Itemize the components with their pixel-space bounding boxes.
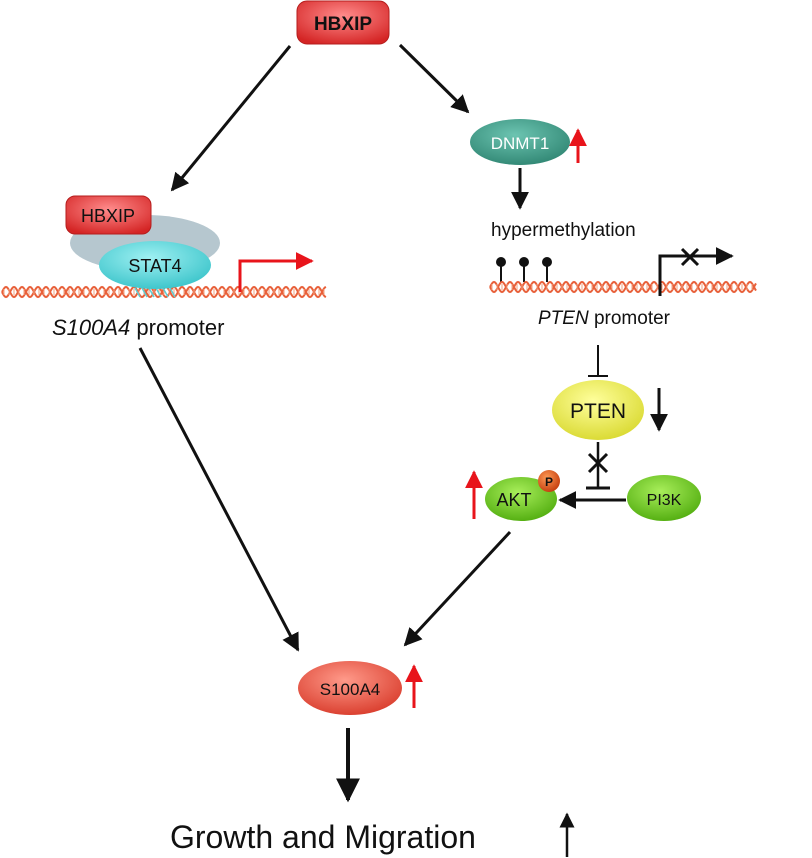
phospho-badge: P (538, 470, 560, 492)
pten-node: PTEN (552, 380, 644, 440)
stat4-label: STAT4 (128, 256, 181, 276)
methyl-group-icons (496, 257, 552, 282)
pten-transcription-start-icon (658, 247, 734, 296)
arrow-promoter-to-s100a4 (138, 347, 300, 652)
pten-dna-strand-icon (489, 280, 757, 294)
pi3k-label: PI3K (647, 492, 682, 509)
stat4-node: STAT4 (99, 241, 211, 289)
outcome-label: Growth and Migration (170, 819, 476, 855)
hypermethylation-label: hypermethylation (491, 220, 636, 241)
transcription-blocked-icon (680, 247, 700, 267)
pten-promoter-label: PTEN promoter (538, 308, 671, 329)
stat4-binding-site-icon (134, 287, 176, 298)
s100a4-node: S100A4 (298, 661, 402, 715)
pten-label: PTEN (570, 400, 626, 423)
s100a4-transcription-start-icon (238, 252, 314, 292)
hbxip-complex-node: HBXIP (65, 195, 152, 235)
hbxip-top-label: HBXIP (314, 14, 372, 35)
arrow-hbxip-to-dnmt1 (398, 43, 470, 114)
pten-inhibition-blocked-icon (586, 442, 610, 490)
s100a4-label: S100A4 (320, 680, 381, 699)
akt-label: AKT (496, 490, 531, 510)
hbxip-top-node: HBXIP (296, 0, 390, 45)
hbxip-complex-label: HBXIP (81, 206, 135, 226)
dnmt1-label: DNMT1 (491, 134, 550, 153)
akt-node: AKT (485, 477, 557, 521)
pi3k-node: PI3K (627, 475, 701, 521)
phospho-label: P (545, 475, 553, 489)
arrow-akt-to-s100a4 (403, 530, 512, 647)
s100a4-promoter-label: S100A4 promoter (52, 315, 224, 340)
dnmt1-node: DNMT1 (470, 119, 570, 165)
inhibit-promoter-to-pten (588, 345, 608, 377)
arrow-hbxip-to-complex (170, 45, 292, 192)
